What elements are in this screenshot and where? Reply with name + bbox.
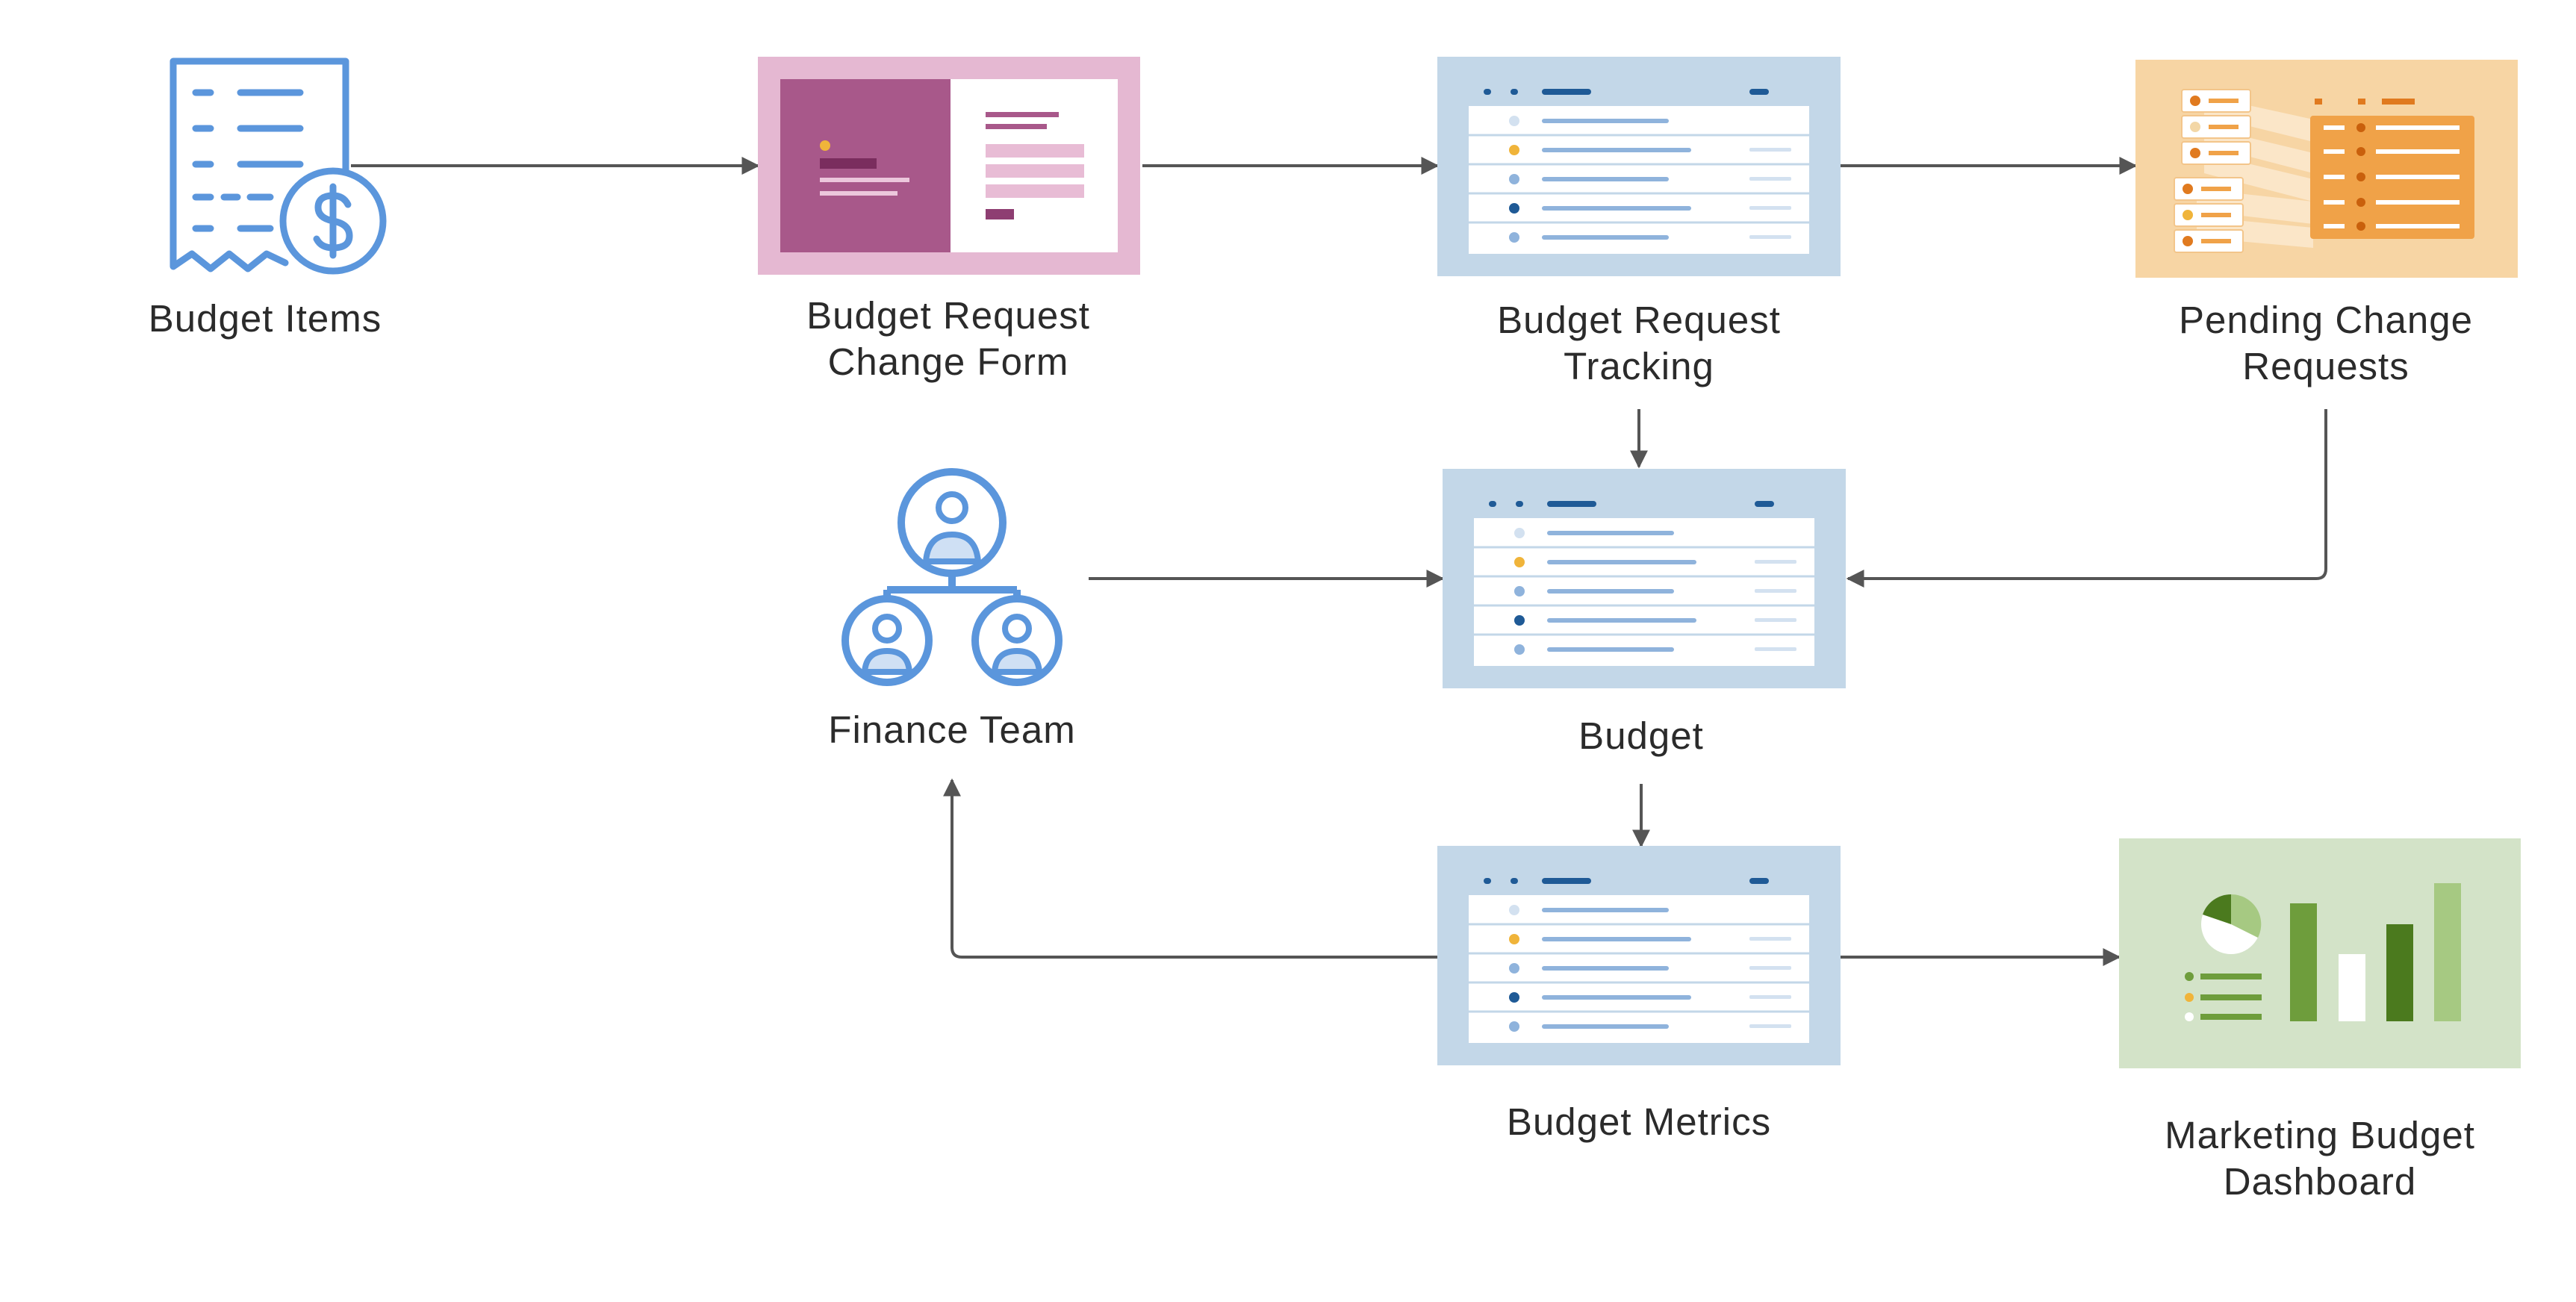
sheet-header-mark bbox=[1542, 878, 1591, 884]
edges bbox=[351, 157, 2327, 966]
sheet-header-mark bbox=[1755, 501, 1774, 507]
sheet-header-mark bbox=[1542, 89, 1591, 95]
sheet-row bbox=[1469, 992, 1809, 1013]
node-label-marketing-dashboard: Marketing Budget Dashboard bbox=[2133, 1112, 2507, 1205]
person-icon bbox=[841, 595, 933, 686]
sheet-row bbox=[1474, 528, 1814, 549]
sheet-row bbox=[1474, 615, 1814, 636]
sheet-header-mark bbox=[1749, 878, 1769, 884]
sheet-header-mark bbox=[1511, 878, 1518, 884]
label-line: Budget bbox=[1578, 714, 1704, 757]
label-line: Tracking bbox=[1564, 345, 1714, 387]
sheet-icon bbox=[1437, 846, 1841, 1065]
edge-budget-metrics-to-finance-team bbox=[943, 778, 1437, 959]
node-label-budget-metrics: Budget Metrics bbox=[1452, 1099, 1826, 1145]
report-icon bbox=[2135, 60, 2518, 278]
sheet-icon bbox=[1443, 469, 1846, 688]
sheet-header-mark bbox=[1484, 878, 1491, 884]
sheet-row bbox=[1469, 963, 1809, 984]
label-line: Budget Request bbox=[1497, 299, 1781, 341]
sheet-row bbox=[1509, 1021, 1791, 1032]
node-label-budget: Budget bbox=[1455, 713, 1828, 759]
sheet-row bbox=[1469, 145, 1809, 166]
node-label-pending-requests: Pending Change Requests bbox=[2139, 297, 2513, 390]
sheet-row bbox=[1469, 174, 1809, 195]
sheet-row bbox=[1469, 905, 1809, 926]
label-line: Budget Metrics bbox=[1506, 1100, 1772, 1143]
sheet-header-mark bbox=[1516, 501, 1523, 507]
label-line: Dashboard bbox=[2223, 1160, 2417, 1203]
sheet-header-mark bbox=[1547, 501, 1596, 507]
label-line: Requests bbox=[2242, 345, 2409, 387]
person-icon bbox=[971, 595, 1063, 686]
form-icon bbox=[758, 57, 1140, 275]
sheet-header-mark bbox=[1484, 89, 1491, 95]
edge-pending-requests-to-budget bbox=[1846, 409, 2327, 588]
receipt-dollar-icon bbox=[169, 57, 387, 275]
sheet-icon bbox=[1437, 57, 1841, 276]
dashboard-icon bbox=[2119, 838, 2521, 1068]
sheet-row bbox=[1474, 586, 1814, 607]
sheet-row bbox=[1469, 203, 1809, 224]
label-line: Change Form bbox=[827, 340, 1069, 383]
sheet-row bbox=[1469, 934, 1809, 955]
sheet-row bbox=[1509, 232, 1791, 243]
sheet-row bbox=[1469, 116, 1809, 137]
sheet-row bbox=[1474, 557, 1814, 578]
node-label-request-tracking: Budget Request Tracking bbox=[1452, 297, 1826, 390]
label-line: Marketing Budget bbox=[2165, 1114, 2475, 1156]
node-label-budget-items: Budget Items bbox=[97, 296, 433, 342]
team-icon bbox=[841, 468, 1063, 686]
person-icon bbox=[897, 468, 1007, 577]
label-line: Pending Change bbox=[2179, 299, 2473, 341]
sheet-header-mark bbox=[1511, 89, 1518, 95]
sheet-header-mark bbox=[1489, 501, 1496, 507]
node-label-change-form: Budget Request Change Form bbox=[762, 293, 1135, 385]
sheet-row bbox=[1514, 644, 1796, 655]
node-label-finance-team: Finance Team bbox=[765, 707, 1139, 753]
sheet-header-mark bbox=[1749, 89, 1769, 95]
label-line: Finance Team bbox=[828, 708, 1076, 751]
label-line: Budget Request bbox=[806, 294, 1090, 337]
label-line: Budget Items bbox=[148, 297, 382, 340]
